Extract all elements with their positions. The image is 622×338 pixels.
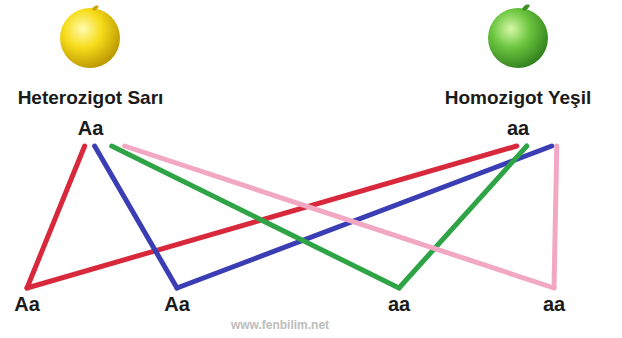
genotype-label: aa (445, 116, 591, 146)
genotype-label: aa (388, 292, 410, 318)
parent-genotype: Homozigot Yeşil aa (445, 86, 591, 146)
green-pea (488, 5, 548, 69)
offspring-genotype: Aa (14, 288, 40, 318)
watermark: www.fenbilim.net (231, 318, 329, 332)
cross-line (399, 146, 527, 288)
genotype-label: Aa (18, 116, 164, 146)
genotype-label: aa (543, 292, 565, 318)
yellow-pea (60, 5, 120, 68)
cross-line (554, 146, 557, 288)
cross-line (112, 146, 399, 288)
phenotype-label: Homozigot Yeşil (445, 86, 591, 110)
cross-line (27, 146, 517, 288)
parent-genotype: Heterozigot SarıAa (18, 86, 164, 146)
genotype-label: Aa (164, 292, 190, 318)
phenotype-label: Heterozigot Sarı (18, 86, 164, 110)
offspring-genotype: Aa (164, 288, 190, 318)
offspring-genotype: aa (388, 288, 410, 318)
genotype-label: Aa (14, 292, 40, 318)
offspring-genotype: aa (543, 288, 565, 318)
cross-line (95, 146, 177, 288)
cross-line (125, 146, 554, 288)
cross-line (27, 146, 85, 288)
